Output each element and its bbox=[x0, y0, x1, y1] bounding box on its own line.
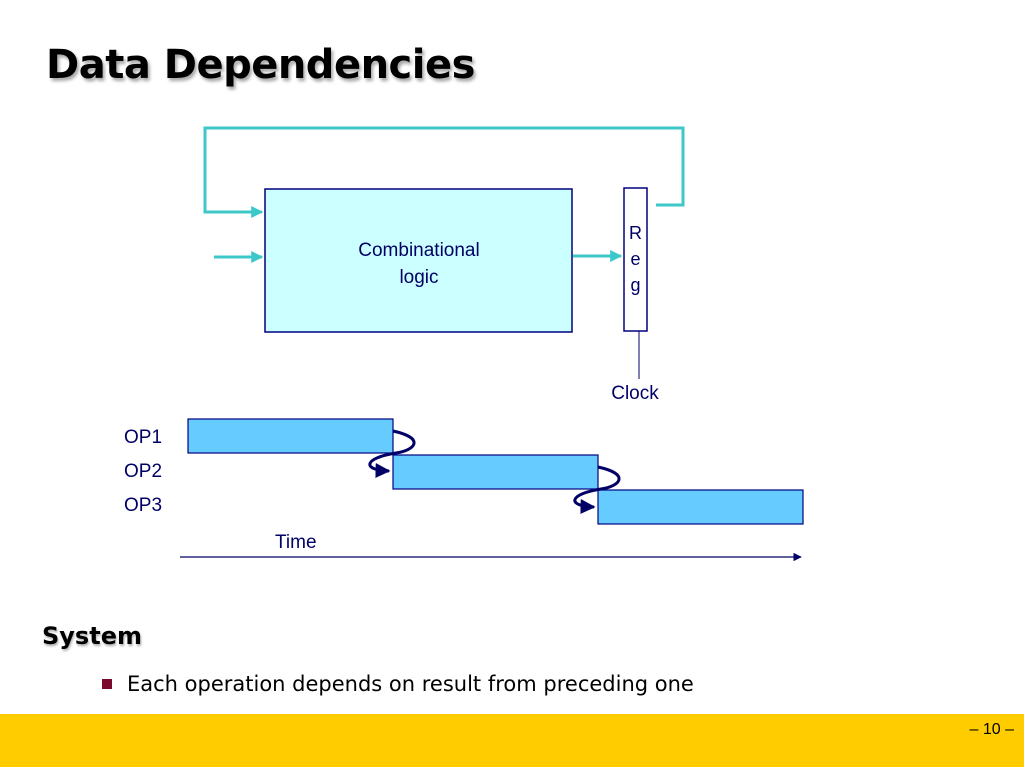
op3-bar bbox=[597, 489, 804, 525]
bullet-item: Each operation depends on result from pr… bbox=[102, 672, 694, 696]
reg-letter-r: R bbox=[629, 223, 642, 243]
register-block bbox=[623, 187, 648, 332]
clock-label: Clock bbox=[611, 383, 659, 404]
op2-bar bbox=[392, 454, 599, 490]
logic-label-line2: logic bbox=[399, 267, 438, 288]
op1-bar bbox=[187, 418, 394, 454]
footer-bar: – 10 – bbox=[0, 714, 1024, 767]
reg-letter-e: e bbox=[630, 249, 640, 269]
reg-letter-g: g bbox=[630, 275, 640, 295]
op3-label: OP3 bbox=[124, 495, 162, 516]
time-label: Time bbox=[275, 532, 317, 553]
page-number: – 10 – bbox=[969, 721, 1014, 738]
bullet-text: Each operation depends on result from pr… bbox=[127, 672, 694, 696]
op1-label: OP1 bbox=[124, 427, 162, 448]
op2-label: OP2 bbox=[124, 461, 162, 482]
logic-label-line1: Combinational bbox=[358, 240, 479, 261]
square-bullet-icon bbox=[102, 679, 112, 689]
slide-title: Data Dependencies bbox=[46, 42, 475, 88]
combinational-logic-block bbox=[264, 188, 573, 333]
feedback-wire bbox=[203, 126, 685, 218]
dependency-arrow-op1-op2 bbox=[368, 429, 416, 479]
dependency-arrow-op2-op3 bbox=[573, 465, 621, 515]
section-heading: System bbox=[42, 622, 142, 650]
